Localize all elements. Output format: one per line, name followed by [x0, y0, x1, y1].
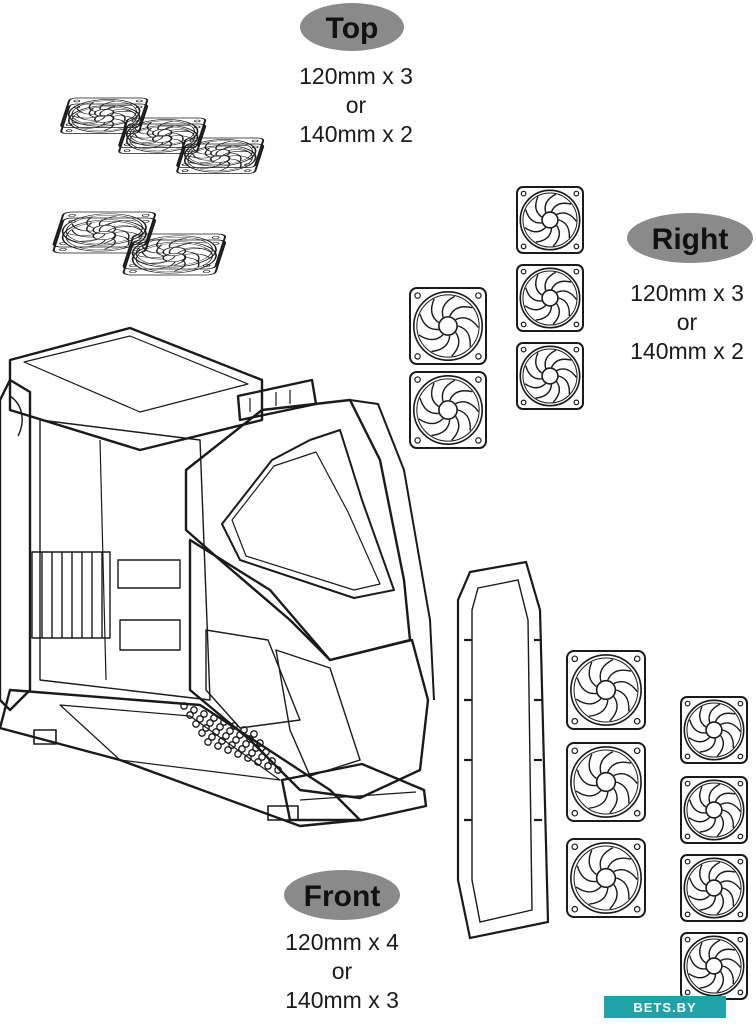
front-spec-line1: 120mm x 4: [285, 929, 399, 955]
top-fan-a3-b: [176, 143, 265, 175]
top-fan-b2-b: [122, 239, 227, 276]
top-fan-b2-b-face: [122, 239, 227, 276]
top-fan-a3: [176, 137, 265, 169]
watermark-badge: BETS.BY: [604, 996, 726, 1018]
top-label-title: Top: [326, 12, 379, 45]
top-fan-a2-b: [118, 123, 207, 155]
top-fan-a3-face: [176, 137, 265, 169]
right-spec-line2: or: [676, 309, 698, 335]
right-spec-line3: 140mm x 2: [630, 338, 744, 364]
top-fan-a1-b-face: [60, 103, 149, 135]
right-spec: 120mm x 3 or 140mm x 2: [612, 279, 756, 366]
top-spec: 120mm x 3 or 140mm x 2: [276, 62, 436, 149]
front-spec: 120mm x 4 or 140mm x 3: [262, 928, 422, 1015]
pc-case: [0, 326, 435, 828]
front-fan-cluster: [566, 650, 748, 1000]
right-fan-140-1: [409, 287, 487, 365]
front-fan-140-3: [566, 838, 646, 918]
front-fan-120-3: [680, 854, 748, 922]
right-fan-120-3: [516, 342, 584, 410]
label-pills: [284, 3, 753, 920]
top-fan-a2-b-face: [118, 123, 207, 155]
right-fan-cluster: [409, 186, 584, 449]
top-label-pill: [300, 3, 404, 51]
front-label-pill: [284, 870, 400, 920]
top-spec-line2: or: [345, 92, 367, 118]
right-spec-line1: 120mm x 3: [630, 280, 744, 306]
right-fan-140-2: [409, 371, 487, 449]
front-label-title: Front: [304, 880, 381, 913]
top-fan-a3-b-face: [176, 143, 265, 175]
front-fan-120-4: [680, 932, 748, 1000]
top-fan-a1-b: [60, 103, 149, 135]
top-spec-line3: 140mm x 2: [299, 121, 413, 147]
front-filter-panel: [456, 560, 550, 940]
front-fan-120-1: [680, 696, 748, 764]
top-fan-b1-b: [52, 217, 157, 254]
right-fan-120-1: [516, 186, 584, 254]
top-fan-cluster: [52, 97, 265, 276]
front-fan-140-1: [566, 650, 646, 730]
front-fan-140-2: [566, 742, 646, 822]
front-spec-line3: 140mm x 3: [285, 987, 399, 1013]
top-spec-line1: 120mm x 3: [299, 63, 413, 89]
right-label-pill: [627, 213, 753, 263]
right-fan-120-2: [516, 264, 584, 332]
right-label-title: Right: [652, 223, 729, 256]
top-fan-b1-b-face: [52, 217, 157, 254]
front-spec-line2: or: [331, 958, 353, 984]
front-fan-120-2: [680, 776, 748, 844]
